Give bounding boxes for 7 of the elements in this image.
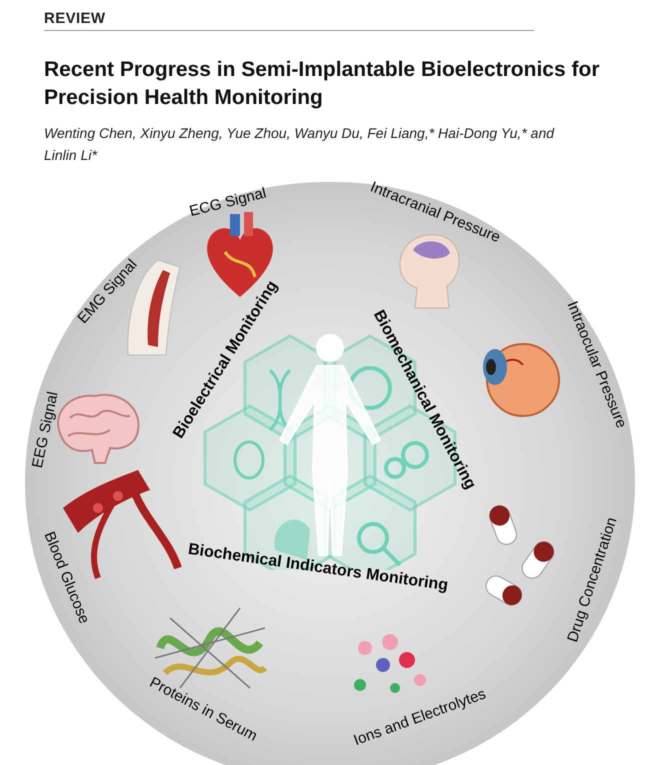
article-title: Recent Progress in Semi-Implantable Bioelectronics for Precision Health Monitoring [44,57,600,111]
author-list: Wenting Chen, Xinyu Zheng, Yue Zhou, Wanyu Du, Fei Liang,* Hai-Dong Yu,* and Linlin Li* [44,122,554,166]
category-label: Biochemical Indicators Monitoring [186,540,450,596]
parameter-label: EEG Signal [28,390,63,470]
parameter-label: Blood Glucose [40,528,94,628]
section-heading: REVIEW [44,9,106,29]
parameter-label: ECG Signal [187,184,269,222]
